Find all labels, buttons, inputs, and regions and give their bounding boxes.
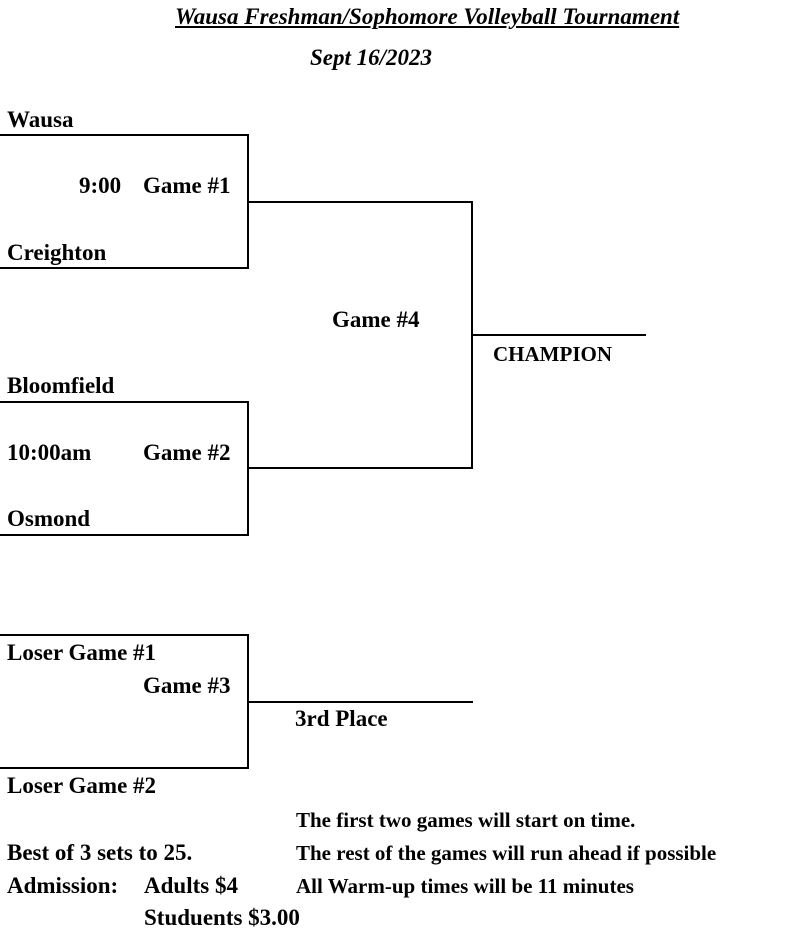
bracket-line-team1 [0,134,249,136]
bracket-line-loser1 [0,634,249,636]
bracket-connector-game2 [247,401,249,536]
tournament-title: Wausa Freshman/Sophomore Volleyball Tour… [175,4,680,29]
tournament-date: Sept 16/2023 [310,45,433,70]
bracket-line-third-place [247,701,473,703]
bracket-line-team3 [0,401,249,403]
sets-info: Best of 3 sets to 25. [7,840,193,865]
admission-students: Studuents $3.00 [144,905,300,930]
note-line-3: All Warm-up times will be 11 minutes [296,874,634,898]
admission-label: Admission: [7,873,119,898]
admission-adults: Adults $4 [144,873,238,898]
note-line-2: The rest of the games will run ahead if … [296,841,717,865]
team-label-osmond: Osmond [7,506,91,531]
game3-label: Game #3 [143,673,231,698]
bracket-line-game2-winner [247,467,473,469]
game2-time: 10:00am [7,440,92,465]
game1-time: 9:00 [79,173,122,198]
loser-game1-label: Loser Game #1 [7,640,157,665]
bracket-line-loser2 [0,767,249,769]
game4-label: Game #4 [332,307,420,332]
game1-label: Game #1 [143,173,231,198]
bracket-line-team2 [0,267,249,269]
loser-game2-label: Loser Game #2 [7,773,157,798]
game2-label: Game #2 [143,440,231,465]
bracket-line-team4 [0,534,249,536]
team-label-creighton: Creighton [7,240,107,265]
champion-label: CHAMPION [493,342,612,366]
bracket-line-game1-winner [247,201,473,203]
team-label-bloomfield: Bloomfield [7,373,115,398]
third-place-label: 3rd Place [295,706,388,731]
note-line-1: The first two games will start on time. [296,808,636,832]
team-label-wausa: Wausa [7,107,74,132]
bracket-line-champion [471,334,646,336]
